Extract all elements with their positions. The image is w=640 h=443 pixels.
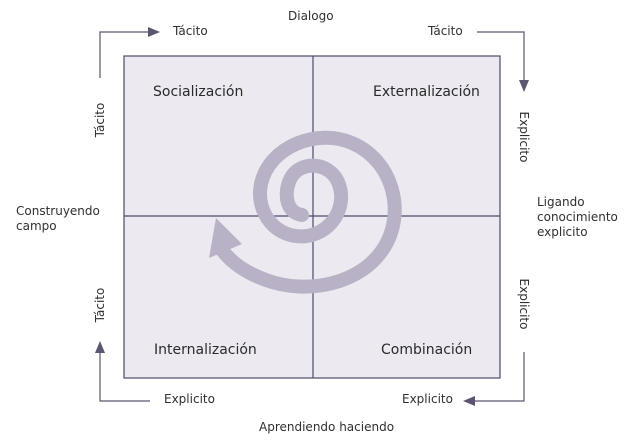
top-left-tacito: Tácito [173,24,208,38]
right-upper-explicito: Explicito [517,111,531,163]
left-label-line-2: campo [16,219,57,233]
top-right-arrow-icon [519,80,529,92]
left-lower-tacito: Tácito [93,287,107,323]
bottom-label: Aprendiendo haciendo [259,420,395,434]
left-label-line-1: Construyendo [16,204,100,218]
quadrant-externalizacion: Externalización [373,84,480,100]
bottom-left-explicito: Explicito [164,392,215,406]
right-label-line-2: conocimiento [537,210,618,224]
top-right-tacito: Tácito [428,24,463,38]
right-label-line-1: Ligando [537,195,585,209]
matrix-box [123,55,501,379]
right-lower-explicito: Explicito [517,278,531,330]
top-right-connector [477,31,525,82]
quadrant-socializacion: Socialización [153,84,244,100]
top-label: Dialogo [288,9,334,23]
spiral-arrowhead [209,218,242,258]
bottom-right-connector [474,352,525,402]
bottom-left-arrow-icon [95,341,105,353]
left-upper-tacito: Tácito [93,102,107,138]
bottom-right-arrow-icon [463,396,475,406]
quadrant-combinacion: Combinación [381,342,473,358]
top-left-arrow-icon [148,27,160,37]
knowledge-spiral [215,130,402,294]
top-left-connector [99,31,150,78]
quadrant-internalizacion: Internalización [154,342,257,358]
right-label: Ligando conocimiento explicito [537,195,618,240]
bottom-left-connector [99,352,150,402]
bottom-right-explicito: Explicito [402,392,453,406]
left-label: Construyendo campo [16,204,100,234]
right-label-line-3: explicito [537,225,588,239]
